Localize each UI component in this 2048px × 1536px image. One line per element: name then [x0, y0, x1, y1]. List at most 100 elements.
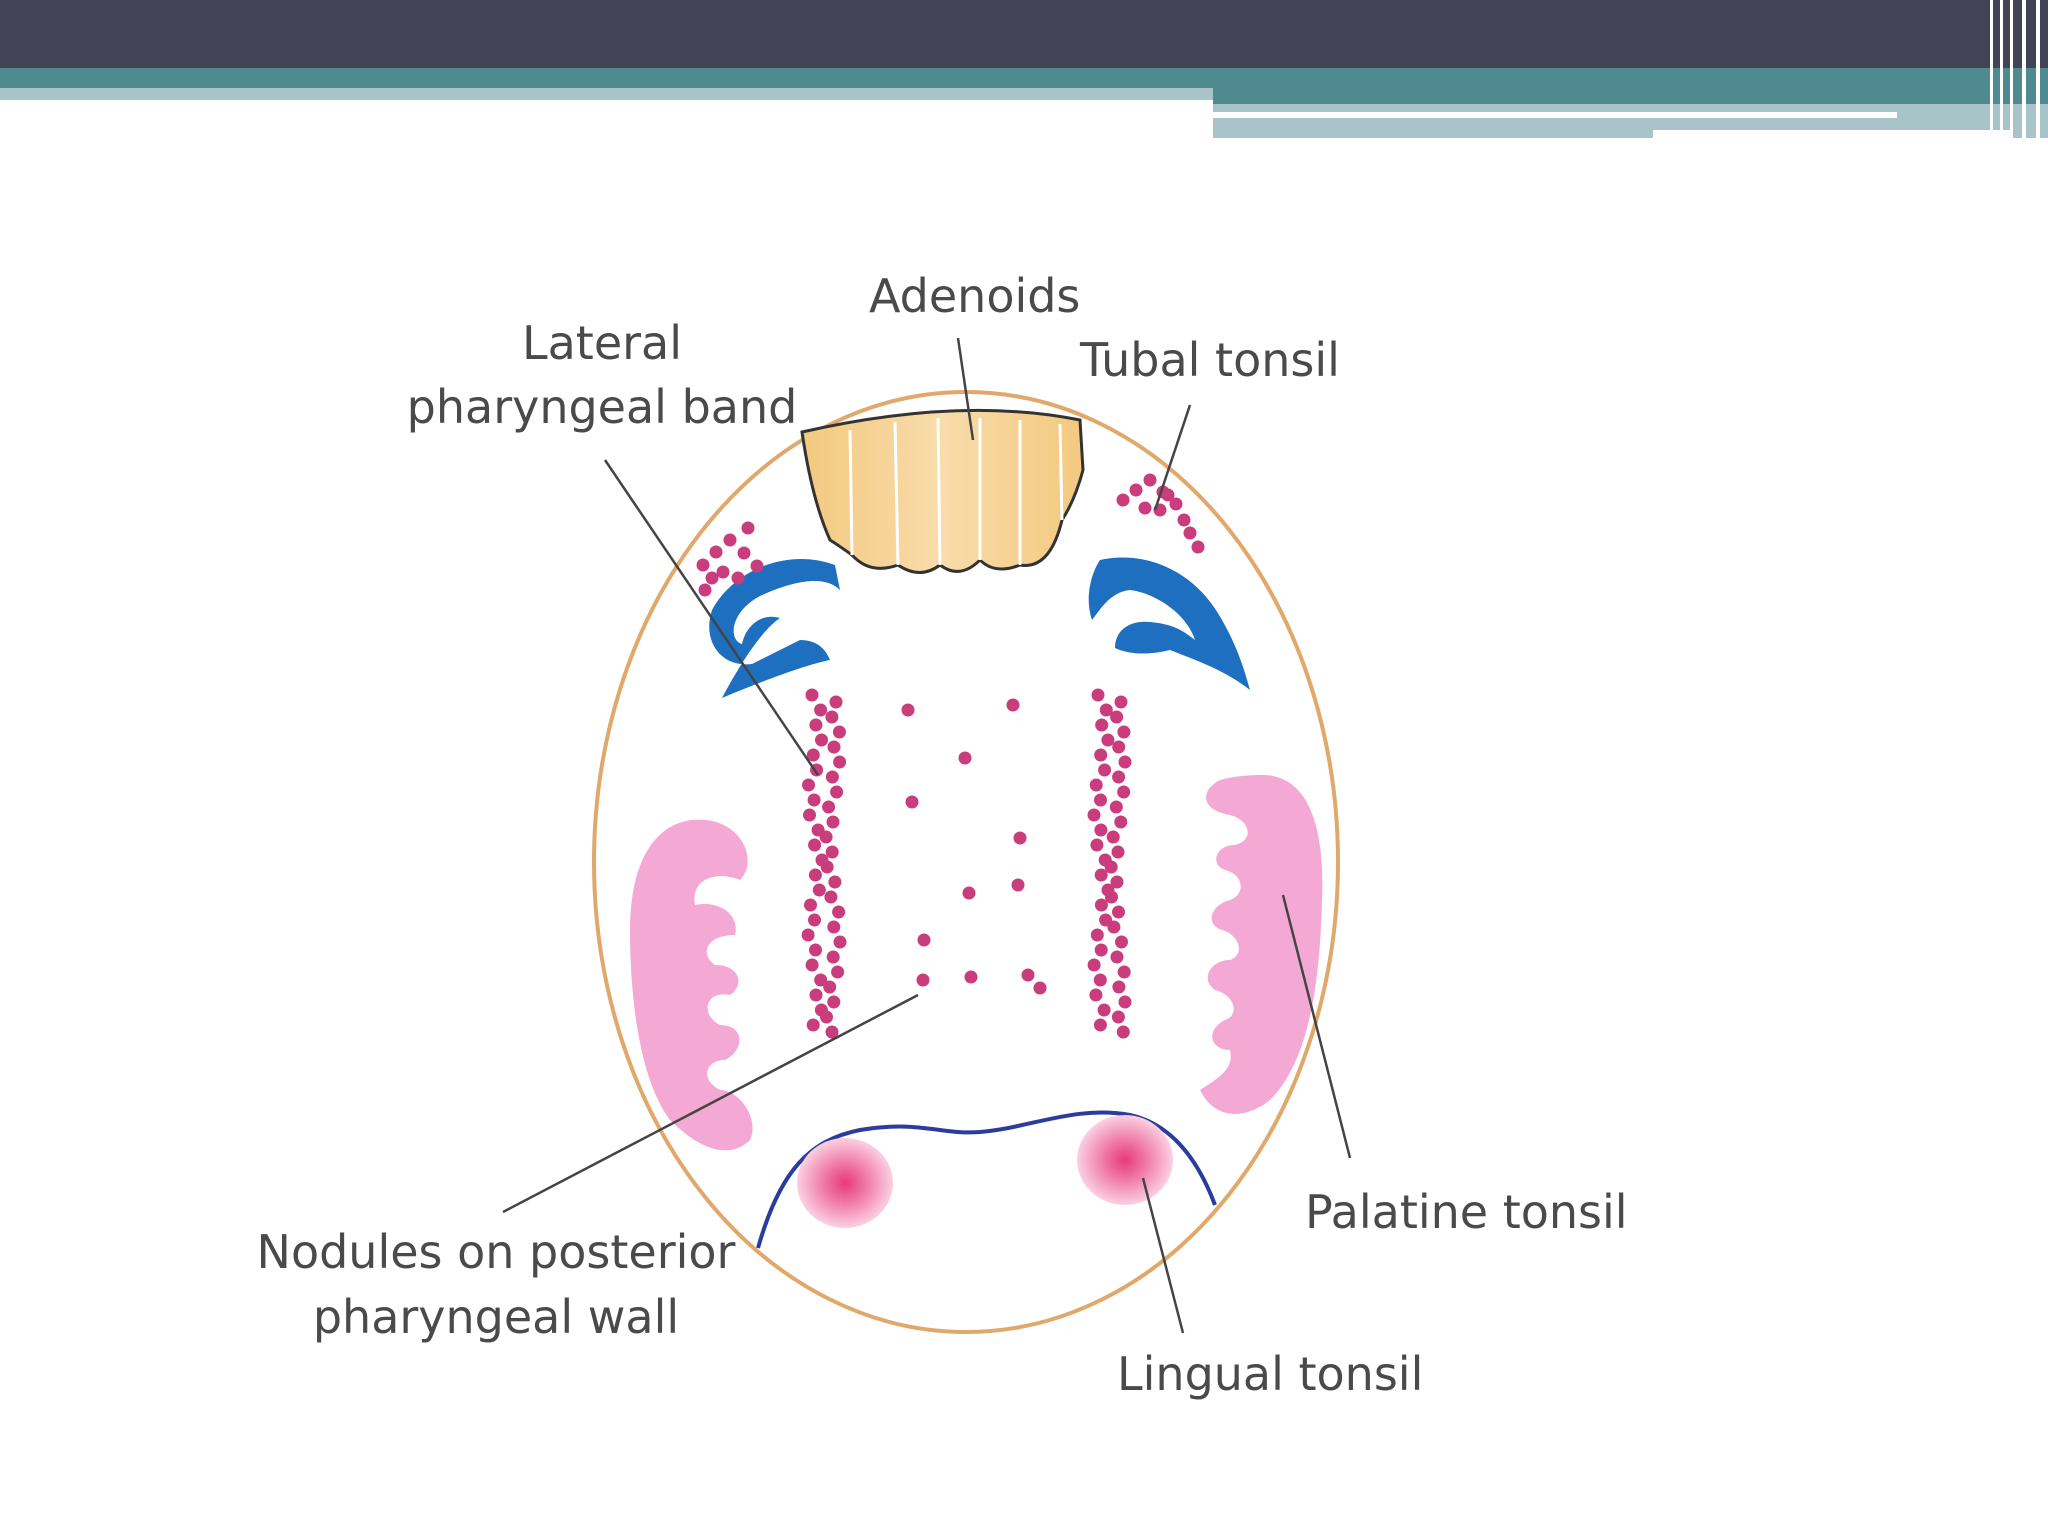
lymphoid-nodule-dot [1116, 493, 1130, 507]
lymphoid-nodule-dot [1094, 868, 1108, 882]
lymphoid-nodule-dot [824, 890, 838, 904]
lingual-tonsil-right [1077, 1115, 1173, 1205]
leader-lingual-tonsil [1141, 1177, 1185, 1334]
lymphoid-nodule-dot [806, 748, 820, 762]
lymphoid-nodule-dot [832, 725, 846, 739]
lymphoid-nodule-dot [815, 733, 828, 747]
lymphoid-nodule-dot [716, 565, 730, 579]
lymphoid-nodule-dot [1011, 878, 1025, 892]
header-teal-band-right [1213, 68, 2048, 104]
lymphoid-nodule-dot [750, 559, 764, 573]
lingual-tonsil-left [797, 1138, 893, 1228]
lymphoid-nodule-dot [1115, 935, 1128, 949]
lymphoid-nodules [696, 473, 1205, 1039]
lymphoid-nodule-dot [823, 980, 837, 994]
lymphoid-nodule-dot [1118, 755, 1132, 769]
lymphoid-nodule-dot [1114, 695, 1128, 709]
lymphoid-nodule-dot [805, 688, 819, 702]
lymphoid-nodule-dot [1110, 875, 1124, 889]
lymphoid-nodule-dot [1089, 778, 1103, 792]
lymphoid-nodule-dot [833, 935, 847, 949]
leader-nodules [502, 993, 919, 1214]
lymphoid-nodule-dot [1112, 905, 1125, 919]
lymphoid-nodule-dot [1093, 1018, 1107, 1032]
lymphoid-nodule-dot [1093, 973, 1107, 987]
lymphoid-nodule-dot [1087, 958, 1101, 972]
lymphoid-nodule-dot [825, 1025, 839, 1039]
lymphoid-nodule-dot [1087, 808, 1101, 822]
lymphoid-nodule-dot [803, 808, 816, 822]
lymphoid-nodule-dot [1106, 830, 1120, 844]
lymphoid-nodule-dot [1118, 995, 1132, 1009]
lymphoid-nodule-dot [901, 703, 915, 717]
lymphoid-nodule-dot [1107, 920, 1121, 934]
lymphoid-nodule-dot [1169, 497, 1183, 511]
lymphoid-nodule-dot [809, 988, 823, 1002]
lymphoid-nodule-dot [1104, 860, 1118, 874]
lymphoid-nodule-dot [1183, 526, 1197, 540]
lymphoid-nodule-dot [809, 943, 822, 957]
lymphoid-nodule-dot [1129, 483, 1143, 497]
lymphoid-nodule-dot [1013, 831, 1027, 845]
slide-header-bar [0, 0, 2048, 140]
lymphoid-nodule-dot [1109, 800, 1123, 814]
lymphoid-nodule-dot [1112, 980, 1126, 994]
lymphoid-nodule-dot [826, 815, 840, 829]
lymphoid-nodule-dot [829, 695, 843, 709]
lymphoid-nodule-dot [1114, 815, 1128, 829]
lymphoid-nodule-dot [1117, 785, 1131, 799]
leader-palatine-tonsil [1281, 894, 1352, 1159]
label-lateral-band-line1: Lateral [522, 316, 682, 370]
lymphoid-nodule-dot [958, 751, 972, 765]
lymphoid-nodule-dot [1094, 748, 1108, 762]
lymphoid-nodule-dot [1112, 770, 1126, 784]
lymphoid-nodule-dot [806, 1018, 820, 1032]
lymphoid-nodule-dot [1006, 698, 1020, 712]
lymphoid-nodule-dot [1021, 968, 1035, 982]
lymphoid-nodule-dot [1112, 740, 1126, 754]
label-palatine-tonsil: Palatine tonsil [1305, 1185, 1628, 1239]
lymphoid-nodule-dot [1033, 981, 1047, 995]
lymphoid-nodule-dot [833, 755, 847, 769]
lymphoid-nodule-dot [1105, 890, 1118, 904]
leader-tubal-tonsil [1153, 404, 1192, 511]
header-corner-lines [1990, 0, 2040, 140]
lymphoid-nodule-dot [1094, 943, 1108, 957]
lymphoid-nodule-dot [1097, 1003, 1111, 1017]
lymphoid-nodule-dot [917, 933, 931, 947]
lymphoid-nodule-dot [804, 898, 817, 912]
lymphoid-nodule-dot [825, 770, 839, 784]
lymphoid-nodule-dot [705, 571, 719, 585]
lymphoid-nodule-dot [1117, 965, 1131, 979]
lymphoid-nodule-dot [1111, 845, 1125, 859]
lymphoid-nodule-dot [1110, 950, 1124, 964]
header-light-band [0, 88, 1213, 100]
lymphoid-nodule-dot [696, 558, 710, 572]
lymphoid-nodule-dot [820, 860, 834, 874]
lymphoid-nodule-dot [809, 718, 823, 732]
label-lingual-tonsil: Lingual tonsil [1117, 1347, 1423, 1401]
label-tubal-tonsil: Tubal tonsil [1079, 333, 1340, 387]
lymphoid-nodule-dot [807, 793, 821, 807]
lymphoid-nodule-dot [802, 778, 815, 792]
lymphoid-nodule-dot [1143, 473, 1157, 487]
lymphoid-nodule-dot [1101, 733, 1115, 747]
leader-lateral-band [603, 459, 820, 776]
lymphoid-nodule-dot [826, 950, 840, 964]
lymphoid-nodule-dot [1177, 513, 1191, 527]
lymphoid-nodule-dot [828, 875, 842, 889]
label-lateral-band-line2: pharyngeal band [407, 380, 798, 434]
lymphoid-nodule-dot [808, 913, 821, 927]
header-teal-band [0, 68, 1213, 88]
label-nodules-line1: Nodules on posterior [257, 1225, 736, 1279]
lymphoid-nodule-dot [808, 868, 822, 882]
lymphoid-nodule-dot [1116, 1025, 1130, 1039]
lymphoid-nodule-dot [820, 1010, 833, 1024]
eustachian-opening-right [1088, 557, 1250, 690]
label-adenoids: Adenoids [869, 269, 1080, 323]
lymphoid-nodule-dot [805, 958, 819, 972]
adenoids-shape [800, 408, 1085, 574]
lymphoid-nodule-dot [827, 995, 841, 1009]
lymphoid-nodule-dot [822, 800, 836, 814]
